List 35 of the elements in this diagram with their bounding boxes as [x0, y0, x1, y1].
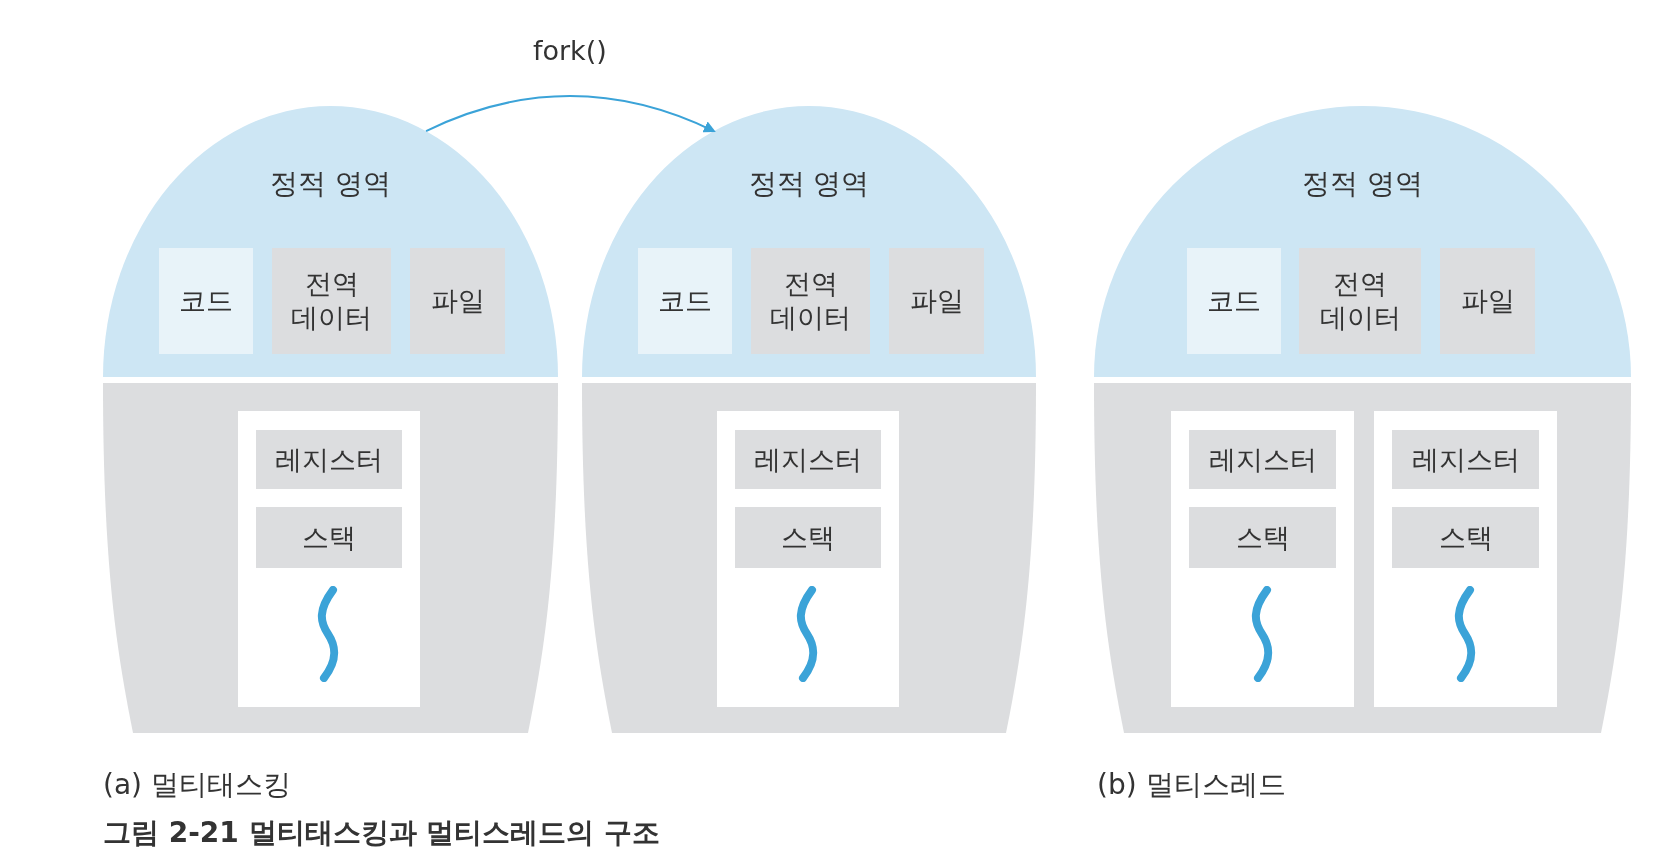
memory-block: 스택 [1392, 507, 1539, 568]
thread-panel [717, 411, 899, 707]
memory-block: 레지스터 [735, 430, 881, 489]
memory-block: 스택 [256, 507, 402, 568]
static-region [103, 106, 558, 377]
memory-block: 파일 [410, 248, 505, 354]
stack-region [1094, 383, 1631, 733]
code-block: 코드 [1187, 248, 1281, 354]
region-heading: 정적 영역 [747, 166, 871, 202]
memory-block: 스택 [735, 507, 881, 568]
stack-region [582, 383, 1036, 733]
memory-block: 전역 데이터 [272, 248, 391, 354]
arrow [425, 95, 716, 133]
memory-block: 레지스터 [1189, 430, 1336, 489]
panel-label: (b) 멀티스레드 [1097, 767, 1286, 803]
code-block: 코드 [638, 248, 732, 354]
memory-block: 레지스터 [256, 430, 402, 489]
figure-caption: 그림 2-21 멀티태스킹과 멀티스레드의 구조 [103, 815, 661, 851]
code-block: 코드 [159, 248, 253, 354]
thread-panel [238, 411, 420, 707]
stack-region [103, 383, 558, 733]
static-region [582, 106, 1036, 377]
static-region [1094, 106, 1631, 377]
memory-block: 스택 [1189, 507, 1336, 568]
thread-panel [1374, 411, 1557, 707]
memory-block: 파일 [1440, 248, 1535, 354]
edge-label: fork() [531, 34, 608, 69]
memory-block: 전역 데이터 [1299, 248, 1421, 354]
thread-panel [1171, 411, 1354, 707]
panel-label: (a) 멀티태스킹 [103, 767, 291, 803]
region-heading: 정적 영역 [269, 166, 392, 202]
memory-block: 레지스터 [1392, 430, 1539, 489]
memory-block: 전역 데이터 [751, 248, 870, 354]
region-heading: 정적 영역 [1301, 166, 1424, 202]
memory-block: 파일 [889, 248, 984, 354]
